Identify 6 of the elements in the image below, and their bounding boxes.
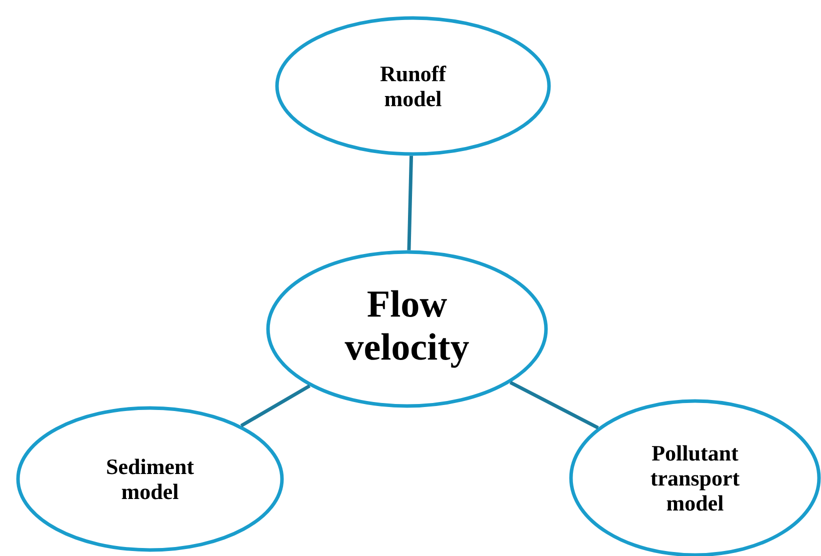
ellipse-node: Flow velocity: [266, 250, 548, 408]
connector-line: [240, 384, 310, 428]
ellipse-node: Sediment model: [16, 406, 284, 552]
ellipse-node: Runoff model: [275, 16, 551, 156]
connector-line: [407, 156, 414, 250]
connector-line: [510, 380, 599, 430]
